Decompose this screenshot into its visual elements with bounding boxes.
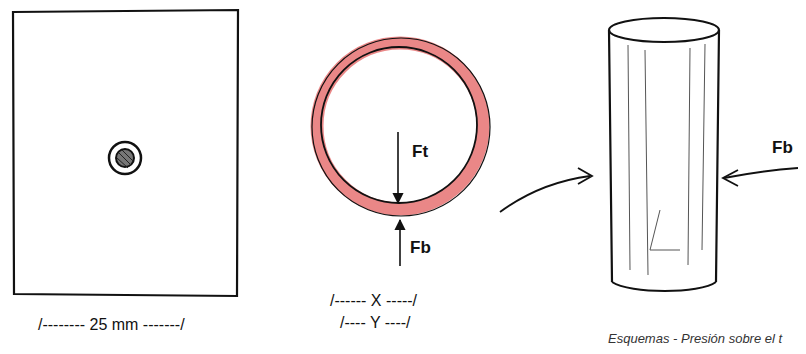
- dimension-label: /-------- 25 mm -------/: [38, 316, 185, 334]
- fb-arrow: [399, 220, 401, 266]
- cylinder-bottom: [612, 282, 716, 291]
- force-label: Ft: [412, 142, 428, 162]
- hole-inner: [116, 149, 134, 167]
- transition-arrow: [500, 176, 590, 212]
- tube-wall-ring: [317, 43, 483, 209]
- cylinder-shading: [628, 44, 705, 275]
- cylinder-top: [609, 18, 719, 42]
- ft-arrow: [397, 132, 399, 203]
- tube-outer-line: [312, 38, 490, 216]
- transition-arrow-head: [578, 168, 592, 184]
- force-label: Fb: [410, 238, 431, 258]
- dimension-label: /------ X -----/: [330, 292, 417, 310]
- cylinder-sides: [609, 30, 719, 282]
- hole-outer: [109, 142, 141, 174]
- tube-inner-line: [321, 47, 477, 203]
- hole-hatch: [117, 150, 133, 168]
- plate-square: [13, 10, 238, 296]
- figure-caption: Esquemas - Presión sobre el t: [608, 332, 782, 347]
- side-force-arrow-head: [723, 170, 738, 186]
- dimension-label: /---- Y ----/: [340, 314, 411, 332]
- force-label: Fb: [772, 138, 793, 158]
- side-force-arrow: [724, 168, 798, 178]
